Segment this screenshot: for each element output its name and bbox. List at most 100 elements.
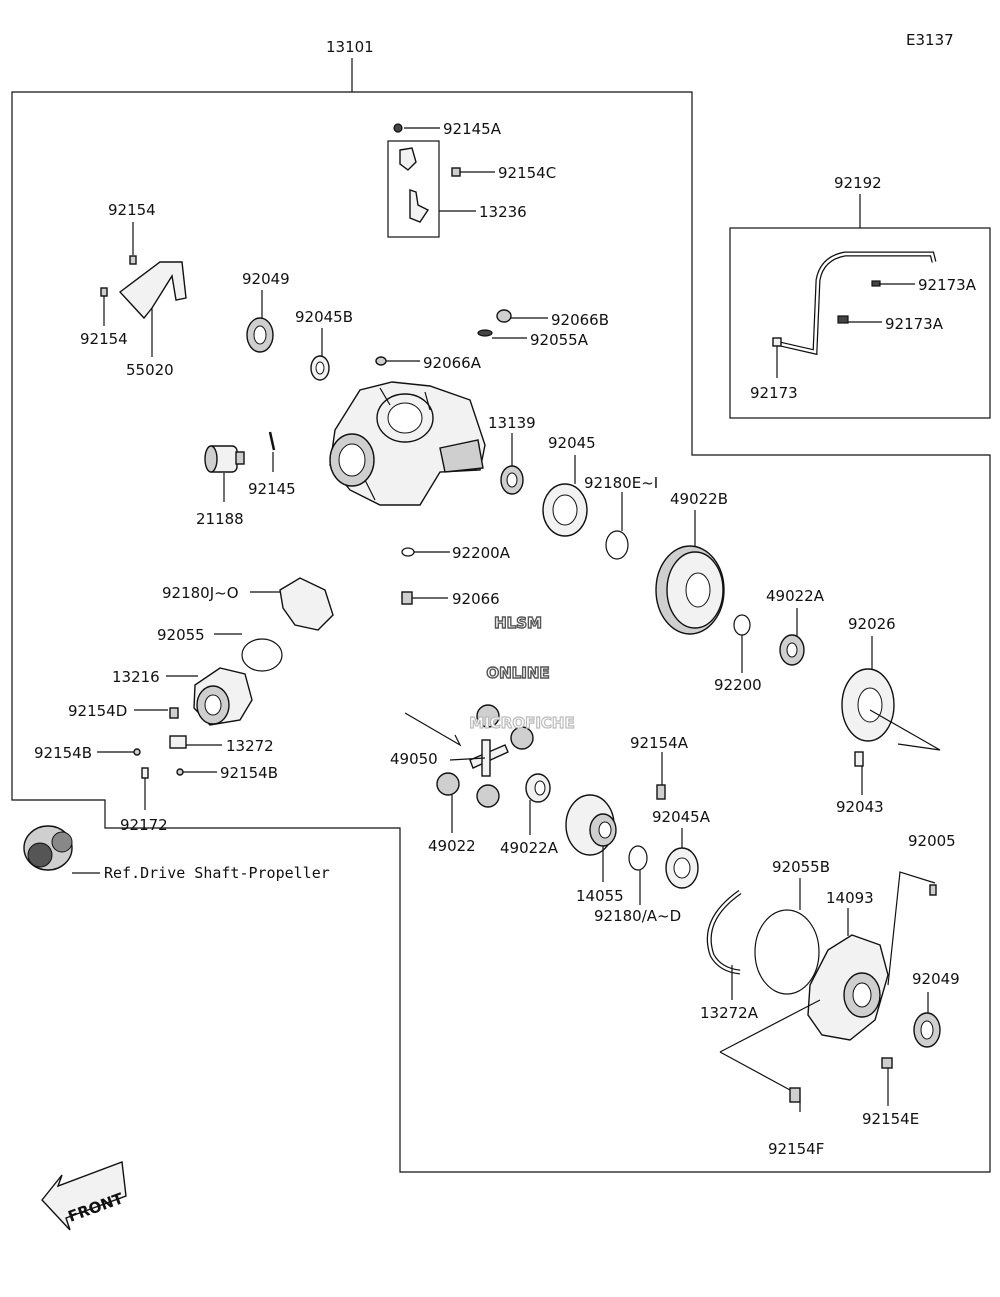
part-label: 92154B <box>34 744 92 762</box>
leader-92005 <box>887 871 936 986</box>
part-label: 49022B <box>670 490 728 508</box>
part-label: 92173A <box>918 276 977 294</box>
bolt-92154 <box>129 255 137 265</box>
part-label: 21188 <box>196 510 244 528</box>
part-label: 13272 <box>226 737 274 755</box>
lever-upper <box>399 147 417 171</box>
part-label: 92200A <box>452 544 511 562</box>
washer-92200A <box>401 547 415 557</box>
part-label: 13139 <box>488 414 536 432</box>
bolt-92154B <box>176 768 184 776</box>
part-label: 92145A <box>443 120 502 138</box>
seal-92049-right <box>913 1012 941 1048</box>
part-label: 92045 <box>548 434 596 452</box>
pin-92043 <box>854 751 864 767</box>
watermark-line-1: HLSM <box>494 614 542 632</box>
part-label: 13101 <box>326 38 374 56</box>
housing-13216 <box>193 667 253 726</box>
breather-92005 <box>929 884 937 896</box>
part-label: 14055 <box>576 887 624 905</box>
front-arrow-icon <box>41 1161 127 1231</box>
part-label: 92173A <box>885 315 944 333</box>
part-label: 92066 <box>452 590 500 608</box>
leader-92043 <box>869 709 941 751</box>
diagram-code: E3137 <box>906 31 954 49</box>
bearing-92045A <box>665 847 699 889</box>
pin-92145A <box>393 123 403 133</box>
watermark-line-2: ONLINE <box>486 664 549 682</box>
part-label: 92045B <box>295 308 353 326</box>
plug-92066 <box>401 591 413 605</box>
bolt-92154B <box>133 748 141 756</box>
part-label: 92066A <box>423 354 482 372</box>
part-label: 13236 <box>479 203 527 221</box>
part-label: 92055A <box>530 331 589 349</box>
part-label: 92154A <box>630 734 689 752</box>
bolt-92154F <box>789 1087 801 1103</box>
part-label: 92055B <box>772 858 830 876</box>
shift-lever-box <box>387 140 440 238</box>
pin-92145 <box>268 431 276 451</box>
bolt-92154A <box>656 784 666 800</box>
part-label: 92180E~I <box>584 474 658 492</box>
part-label: 13216 <box>112 668 160 686</box>
breather-hose <box>779 251 937 356</box>
leader-lines <box>72 127 929 1106</box>
part-label: 92154D <box>68 702 127 720</box>
part-label: 92172 <box>120 816 168 834</box>
shim-92180E-I <box>605 530 629 560</box>
part-label: 92055 <box>157 626 205 644</box>
assembly-outline <box>11 91 991 1173</box>
part-label: 13272A <box>700 1004 759 1022</box>
part-label: 49022A <box>500 839 559 857</box>
bearing-92045 <box>542 483 588 537</box>
shim-92180-A-D <box>628 845 648 871</box>
bearing-49022A <box>779 634 805 666</box>
part-label: 92049 <box>242 270 290 288</box>
gear-13139 <box>500 465 524 495</box>
part-label: 92045A <box>652 808 711 826</box>
part-label: 92043 <box>836 798 884 816</box>
reference-label[interactable]: Ref.Drive Shaft-Propeller <box>104 864 330 882</box>
part-label: 92154 <box>108 201 156 219</box>
hose-clip <box>871 280 881 287</box>
leader-49050 <box>404 712 486 761</box>
cover-plate-55020 <box>118 261 187 320</box>
part-label: 92154 <box>80 330 128 348</box>
part-label: 92154B <box>220 764 278 782</box>
plate-92026 <box>841 668 895 742</box>
part-label: 92173 <box>750 384 798 402</box>
plug-92066B <box>496 309 512 323</box>
oring-92055A <box>477 329 493 337</box>
part-label: 49022 <box>428 837 476 855</box>
part-label: 92154F <box>768 1140 824 1158</box>
part-label: 49050 <box>390 750 438 768</box>
part-label: 92145 <box>248 480 296 498</box>
drive-shaft-ref-icon <box>23 825 73 871</box>
part-label: 92180J~O <box>162 584 239 602</box>
part-label: 92005 <box>908 832 956 850</box>
bearing-49022A-center <box>525 773 551 803</box>
part-label: 14093 <box>826 889 874 907</box>
part-label: 55020 <box>126 361 174 379</box>
plate-13272 <box>169 735 187 749</box>
hub-14055 <box>565 794 617 856</box>
actuator-21188 <box>204 445 245 473</box>
gasket-92180J-O <box>279 577 334 631</box>
part-label: 92192 <box>834 174 882 192</box>
part-label: 49022A <box>766 587 825 605</box>
bolt-92154D <box>169 707 179 719</box>
ring-gear-49022B <box>655 545 725 635</box>
cover-14093 <box>807 934 889 1041</box>
hose-clip <box>837 315 849 324</box>
plug-92066A <box>375 356 387 366</box>
lever-lower <box>409 189 430 223</box>
oring-92055B <box>754 909 820 995</box>
bolt-92154E <box>881 1057 893 1069</box>
differential-gears-49050 <box>436 704 534 808</box>
oring-92055 <box>241 638 283 672</box>
part-label: 92154E <box>862 1110 919 1128</box>
hose-clip <box>772 337 782 347</box>
bolt-92154 <box>100 287 108 297</box>
